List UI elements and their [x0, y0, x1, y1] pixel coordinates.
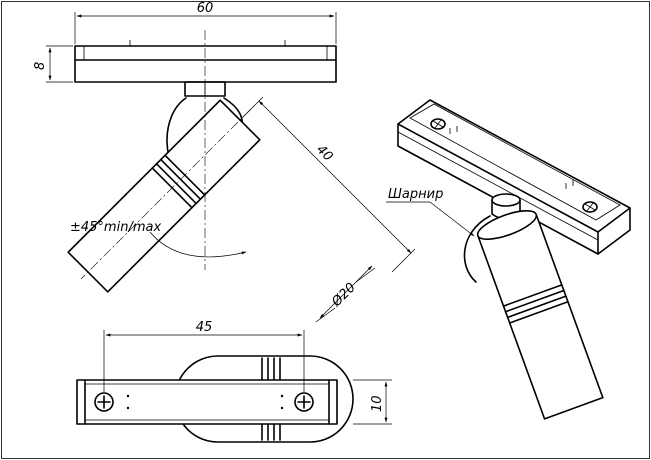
dimension-diameter-20: Ø20 [315, 265, 376, 323]
dimension-45-label: 45 [196, 320, 213, 335]
rail-adapter [74, 40, 337, 83]
hinge-callout: Шарнир [386, 187, 475, 237]
iso-screw-top [430, 118, 446, 130]
adapter-plate [76, 379, 338, 425]
angle-dimension: ±45°min/max [70, 220, 247, 258]
dimension-8: 8 [33, 45, 73, 83]
front-view: 60 8 40 Ø20 ±45°min/max [33, 1, 416, 323]
isometric-view: Шарнир [386, 99, 631, 420]
iso-spotlight-body [476, 210, 604, 420]
screw-left [94, 392, 114, 412]
plan-view: 45 10 [76, 320, 392, 443]
spotlight-body [67, 99, 261, 293]
iso-hinge-ball [463, 215, 491, 283]
iso-screw-bottom [582, 201, 598, 213]
dimension-45: 45 [103, 320, 305, 392]
screw-right [294, 392, 314, 412]
hinge-callout-label: Шарнир [388, 187, 443, 202]
dimension-10: 10 [353, 379, 392, 425]
iso-rail-adapter [397, 99, 631, 255]
dimension-40: 40 [239, 96, 416, 273]
dimension-60: 60 [74, 1, 337, 44]
dimension-8-label: 8 [33, 62, 48, 70]
dimension-10-label: 10 [370, 395, 385, 412]
dimension-diameter-20-label: Ø20 [329, 280, 359, 310]
dimension-60-label: 60 [197, 1, 214, 16]
angle-label: ±45°min/max [70, 220, 161, 235]
dimension-40-label: 40 [313, 142, 335, 164]
